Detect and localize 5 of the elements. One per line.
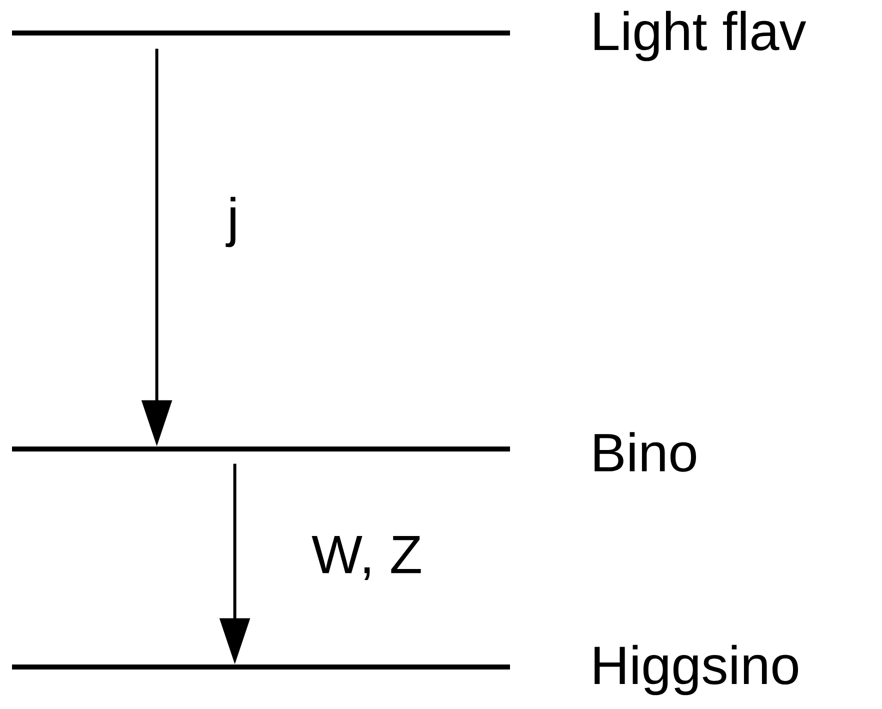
- edge-label: j: [226, 196, 240, 248]
- level-label: Bino: [594, 432, 696, 472]
- level-label: Light flav: [594, 10, 806, 62]
- edge-label: W, Z: [310, 534, 424, 582]
- level-label: Higgsino: [594, 644, 798, 696]
